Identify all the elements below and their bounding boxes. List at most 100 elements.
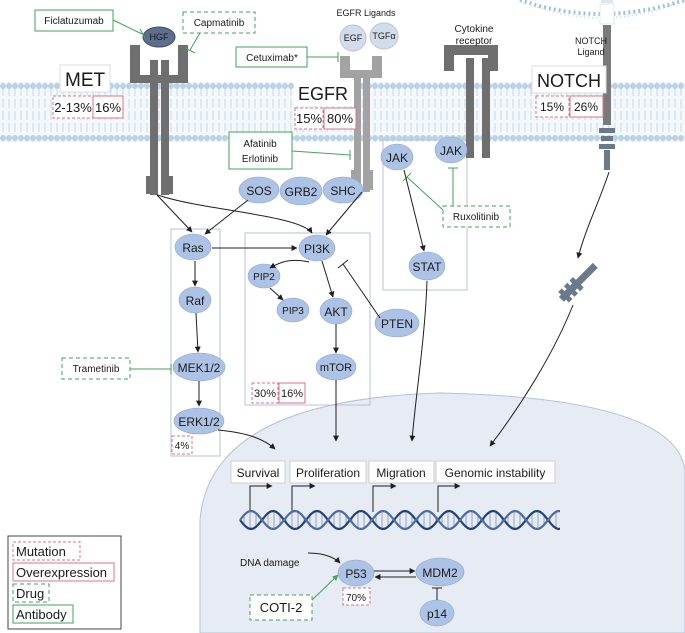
dna-strand <box>239 510 560 530</box>
lipid-head <box>102 135 108 141</box>
lipid-head <box>168 83 174 89</box>
lipid-head <box>228 83 234 89</box>
akt-node: AKT <box>324 305 348 319</box>
met-label: MET <box>65 70 106 91</box>
lipid-head <box>42 83 48 89</box>
cytokine-receptor-label-line2: receptor <box>456 36 493 47</box>
lipid-head <box>432 83 438 89</box>
lipid-head <box>36 83 42 89</box>
lipid-head <box>510 83 516 89</box>
lipid-head <box>192 83 198 89</box>
egfr-mutation-value: 15% <box>296 111 322 126</box>
trametinib-inhibition <box>130 364 172 374</box>
lipid-head <box>654 135 660 141</box>
coti2-label: COTI-2 <box>260 600 303 615</box>
lipid-head <box>510 135 516 141</box>
lipid-head <box>444 83 450 89</box>
lipid-head <box>48 83 54 89</box>
pi3k-overexpression-value: 16% <box>281 388 303 400</box>
outcome-proliferation: Proliferation <box>296 466 360 480</box>
capmatinib-box <box>182 11 256 34</box>
lipid-head <box>198 135 204 141</box>
pathway-arrows <box>156 169 610 600</box>
trametinib-label: Trametinib <box>73 364 120 375</box>
legend-antibody: Antibody <box>16 607 67 622</box>
hgf-label: HGF <box>150 32 170 42</box>
lipid-head <box>420 83 426 89</box>
lipid-head <box>396 83 402 89</box>
p53-mutation-value: 70% <box>346 593 366 604</box>
lipid-head <box>198 83 204 89</box>
pip3-node: PIP3 <box>282 306 304 317</box>
lipid-head <box>348 135 354 141</box>
lipid-head <box>30 135 36 141</box>
lipid-head <box>342 135 348 141</box>
lipid-head <box>630 83 636 89</box>
lipid-head <box>72 135 78 141</box>
lipid-head <box>186 135 192 141</box>
tgfa-ligand: TGFα <box>369 22 399 50</box>
lipid-head <box>114 135 120 141</box>
lipid-head <box>174 135 180 141</box>
lipid-head <box>576 135 582 141</box>
lipid-head <box>642 83 648 89</box>
erk-node: ERK1/2 <box>178 415 220 429</box>
lipid-head <box>330 135 336 141</box>
notch-ligand-label-line2: Ligand <box>577 47 604 57</box>
dna-strand <box>239 510 560 530</box>
lipid-head <box>438 83 444 89</box>
lipid-head <box>84 135 90 141</box>
legend-antibody-swatch <box>12 604 74 624</box>
lipid-head <box>504 83 510 89</box>
lipid-head <box>666 83 672 89</box>
met-overexpression-value: 16% <box>95 100 121 115</box>
lipid-head <box>234 83 240 89</box>
lipid-head <box>0 135 6 141</box>
lipid-head <box>36 135 42 141</box>
ruxolitinib-inhibition-jak1 <box>402 172 444 211</box>
lipid-head <box>270 83 276 89</box>
lipid-head <box>258 83 264 89</box>
lipid-head <box>402 83 408 89</box>
lipid-head <box>126 83 132 89</box>
p53-node: P53 <box>345 567 367 581</box>
lipid-head <box>558 135 564 141</box>
ruxolitinib-box <box>442 205 511 228</box>
lipid-head <box>336 135 342 141</box>
lipid-head <box>108 135 114 141</box>
erlotinib-label: Erlotinib <box>242 154 279 165</box>
lipid-head <box>144 83 150 89</box>
lipid-head <box>132 83 138 89</box>
dna-helix <box>239 510 560 530</box>
lipid-head <box>426 83 432 89</box>
mdm2-node: MDM2 <box>422 566 458 580</box>
capmatinib-label: Capmatinib <box>194 18 245 29</box>
lipid-head <box>642 135 648 141</box>
lipid-head <box>144 135 150 141</box>
afatinib-label: Afatinib <box>243 139 277 150</box>
lipid-head <box>300 135 306 141</box>
egfr-label-box: EGFR <box>294 80 354 106</box>
lipid-head <box>312 135 318 141</box>
lipid-head <box>618 83 624 89</box>
pip2-node: PIP2 <box>253 272 275 283</box>
lipid-head <box>450 83 456 89</box>
outcome-survival: Survival <box>237 466 280 480</box>
lipid-head <box>24 83 30 89</box>
erk-mutation-value: 4% <box>175 441 190 452</box>
sos-node: SOS <box>246 184 271 198</box>
lipid-head <box>492 83 498 89</box>
egf-label: EGF <box>344 33 363 43</box>
afatinib-erlotinib-box <box>228 131 293 170</box>
lipid-head <box>18 135 24 141</box>
lipid-head <box>324 135 330 141</box>
lipid-head <box>114 83 120 89</box>
egf-ligand: EGF <box>339 24 367 52</box>
lipid-head <box>504 135 510 141</box>
notch-cleaved-fragment <box>558 262 598 303</box>
lipid-head <box>672 135 678 141</box>
lipid-head <box>120 83 126 89</box>
lipid-head <box>222 83 228 89</box>
lipid-head <box>168 135 174 141</box>
